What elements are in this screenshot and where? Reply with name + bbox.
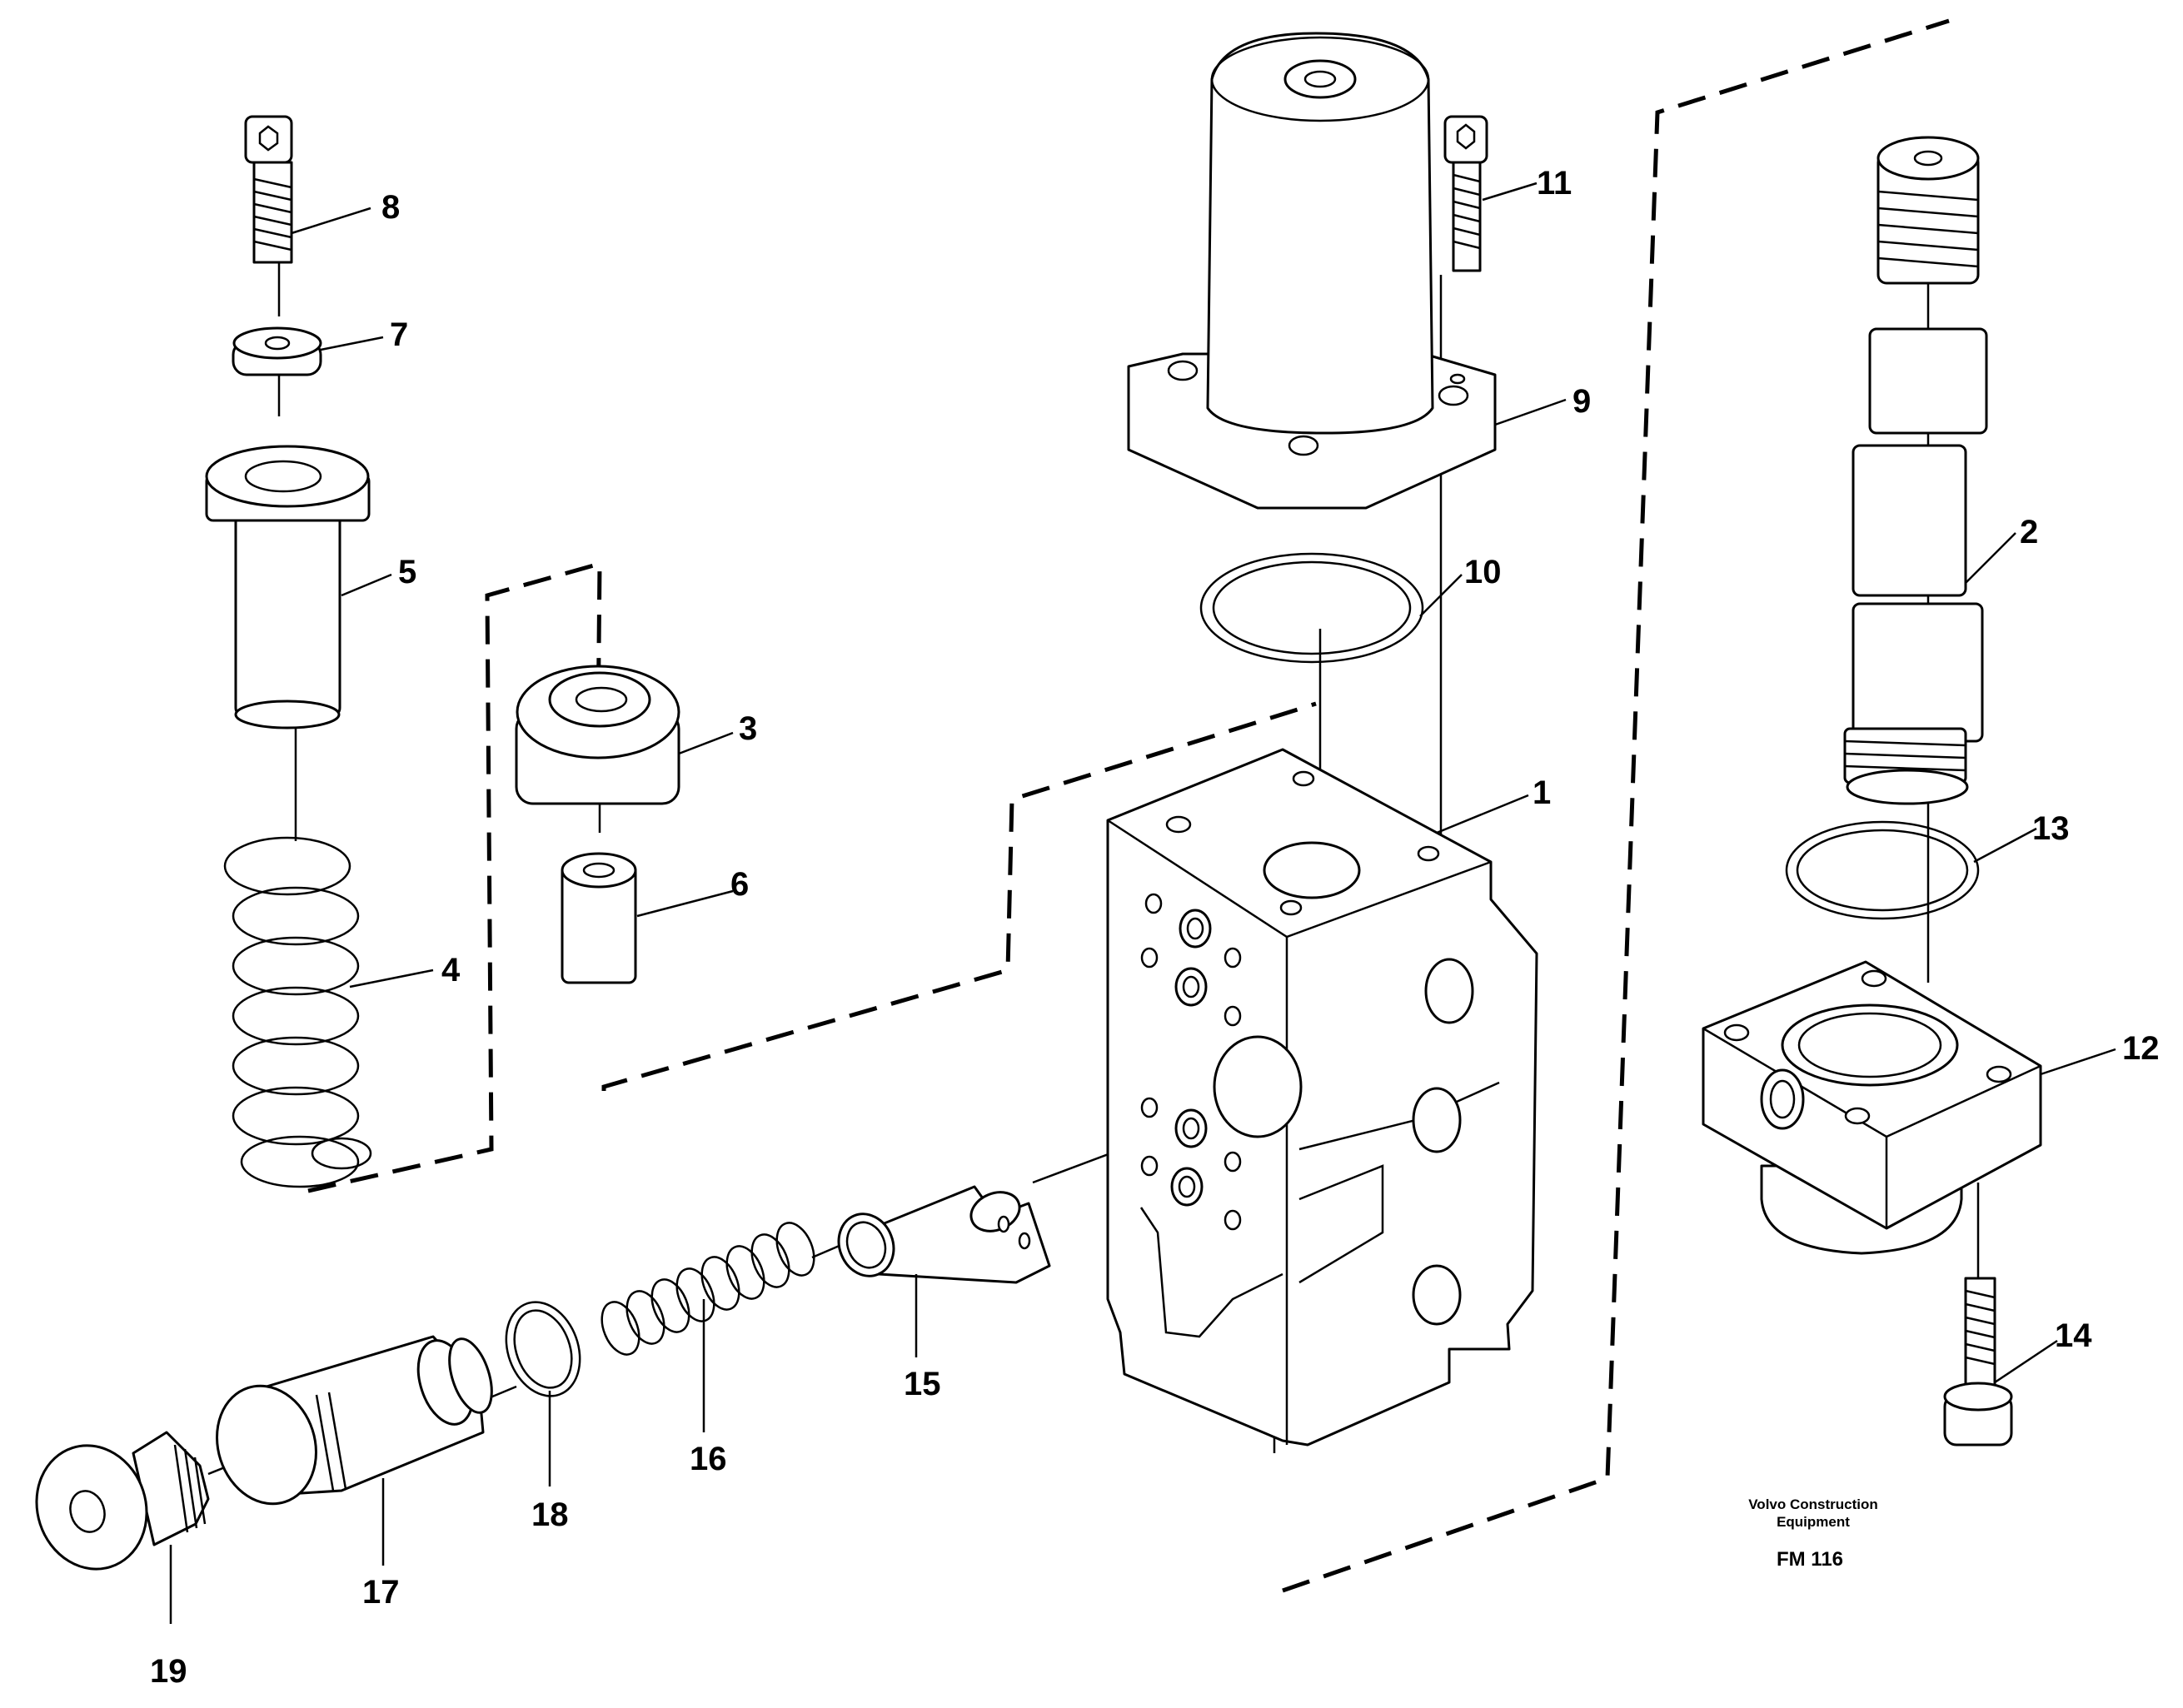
- part-16-spring: [601, 1222, 815, 1356]
- manufacturer-line-1: Volvo Construction: [1748, 1496, 1878, 1512]
- callout-11: 11: [1537, 165, 1572, 202]
- callout-17: 17: [362, 1574, 400, 1611]
- callout-3: 3: [739, 710, 757, 747]
- assembly-dashed-paths: [307, 18, 1950, 1593]
- part-6-pin: [561, 852, 637, 984]
- callout-9: 9: [1572, 383, 1591, 420]
- manufacturer-label: Volvo Construction Equipment FM 116: [1748, 1496, 1878, 1571]
- callout-7: 7: [390, 316, 408, 353]
- callout-12: 12: [2122, 1030, 2160, 1067]
- part-17-spool: [216, 1335, 493, 1506]
- callout-18: 18: [531, 1496, 569, 1533]
- callout-19: 19: [150, 1653, 187, 1690]
- part-9-cover: [1127, 32, 1497, 510]
- assembly-axis-lines: [207, 233, 1980, 1476]
- manufacturer-line-2: Equipment: [1777, 1514, 1850, 1530]
- callout-16: 16: [690, 1441, 727, 1477]
- callout-10: 10: [1464, 554, 1502, 590]
- part-10-o-ring: [1199, 552, 1424, 664]
- callout-numbers: 1 2 3 4 5 6 7 8 9 10 11 12 13 14 15 16 1…: [150, 165, 2160, 1690]
- callout-15: 15: [904, 1366, 941, 1402]
- part-12-flange: [1702, 960, 2042, 1255]
- callout-6: 6: [730, 866, 749, 903]
- callout-13: 13: [2032, 810, 2070, 847]
- callout-4: 4: [441, 952, 461, 988]
- part-13-o-ring: [1785, 820, 1980, 920]
- callout-5: 5: [398, 554, 416, 590]
- part-1-valve-body: [1106, 748, 1538, 1447]
- callout-leader-lines: [169, 182, 2116, 1624]
- figure-code: FM 116: [1777, 1548, 1843, 1571]
- callout-2: 2: [2020, 514, 2038, 550]
- part-8-bolt: [244, 115, 293, 264]
- callout-14: 14: [2055, 1317, 2092, 1354]
- part-2-pilot-valve: [1843, 136, 1988, 805]
- part-7-washer: [232, 326, 322, 376]
- part-19-plug: [35, 1431, 210, 1571]
- callout-1: 1: [1533, 774, 1551, 811]
- part-18-o-ring: [505, 1301, 581, 1397]
- part-15-sleeve: [837, 1185, 1051, 1284]
- part-14-bolt: [1943, 1277, 2013, 1447]
- part-5-sleeve: [205, 445, 371, 730]
- callout-8: 8: [381, 189, 400, 226]
- part-11-bolt: [1443, 115, 1488, 272]
- part-3-cap: [515, 665, 680, 805]
- part-4-spring: [223, 836, 372, 1188]
